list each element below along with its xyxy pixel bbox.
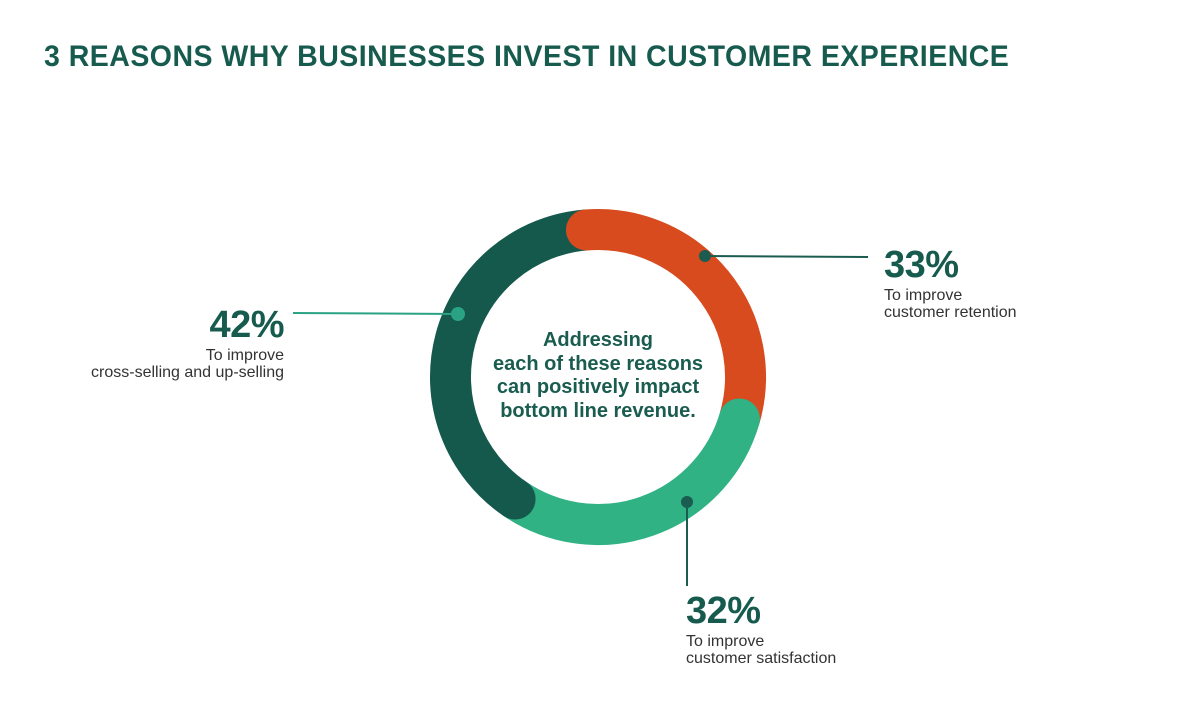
center-text-line: bottom line revenue. [500, 399, 696, 422]
callout-satisfaction-label: To improve customer satisfaction [686, 633, 837, 667]
callout-satisfaction-percent: 32% [686, 590, 761, 632]
callout-upsell-label: To improve cross-selling and up-selling [91, 347, 284, 381]
leader-dot-upsell [451, 307, 465, 321]
leader-line-upsell [292, 312, 459, 315]
callout-upsell-percent: 42% [209, 304, 284, 346]
leader-dot-satisfaction [681, 496, 693, 508]
callout-retention: 33% To improve customer retention [884, 246, 1017, 321]
donut-segment-cap-upsell [494, 478, 536, 520]
center-text-line: each of these reasons [492, 352, 704, 375]
donut-segment-retention [584, 209, 766, 425]
donut-segment-satisfaction [503, 412, 760, 545]
donut-segment-cap-satisfaction [718, 398, 760, 440]
callout-retention-label: To improve customer retention [884, 287, 1017, 321]
donut-center-text: Addressing each of these reasons can pos… [468, 329, 728, 423]
page-title: 3 REASONS WHY BUSINESSES INVEST IN CUSTO… [44, 40, 1010, 73]
center-text-line: Addressing [542, 329, 654, 351]
callout-satisfaction: 32% To improve customer satisfaction [686, 592, 836, 667]
callout-upsell: 42% To improve cross-selling and up-sell… [91, 306, 284, 381]
donut-segment-upsell [430, 209, 589, 516]
donut-segment-cap-retention [565, 209, 607, 251]
leader-dot-retention [699, 250, 711, 262]
leader-line-retention [704, 255, 869, 258]
callout-retention-percent: 33% [884, 244, 959, 286]
center-text-line: can positively impact [496, 376, 700, 398]
